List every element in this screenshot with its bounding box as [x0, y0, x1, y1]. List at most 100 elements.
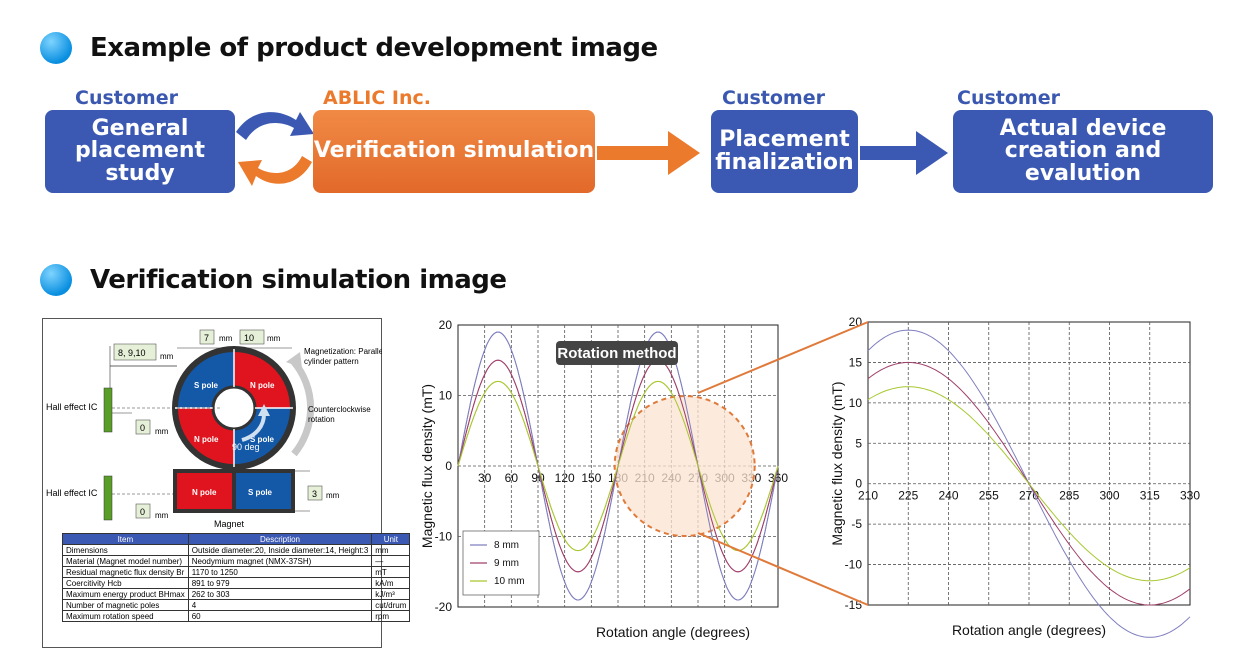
curved-arrow-left-icon: [238, 156, 312, 186]
magnetization-label-2: cylinder pattern: [304, 357, 359, 366]
y-tick-label: -5: [851, 517, 862, 531]
dim-width-a: 7: [204, 333, 209, 343]
y-tick-label: -10: [845, 558, 863, 572]
table-cell: Maximum rotation speed: [62, 610, 189, 622]
x-axis-label: Rotation angle (degrees): [596, 624, 750, 640]
x-tick-label: 150: [581, 471, 601, 485]
x-tick-label: 300: [1099, 489, 1119, 503]
role-label-2: ABLIC Inc.: [323, 87, 431, 109]
x-axis-label: Rotation angle (degrees): [952, 622, 1106, 638]
series-line: [457, 380, 779, 552]
dim-width-b: 10: [244, 333, 254, 343]
pole-label: S pole: [250, 435, 275, 444]
x-tick-label: 30: [478, 471, 492, 485]
rotation-label: Counterclockwise: [308, 405, 371, 414]
hall-ic-label: Hall effect IC: [46, 402, 98, 412]
legend-label: 10 mm: [494, 576, 525, 587]
flow-arrows: [236, 112, 948, 186]
y-tick-label: 15: [849, 355, 863, 369]
flow-step-actual-device: Actual device creation and evalution: [953, 110, 1213, 193]
y-tick-label: 10: [849, 396, 863, 410]
hall-ic-sensor: [103, 475, 113, 521]
connector-line: [697, 321, 869, 394]
role-label-4: Customer: [957, 87, 1060, 109]
step-text: finalization: [715, 149, 854, 175]
section-heading-sim: Verification simulation image: [40, 264, 507, 296]
pole-label: S pole: [248, 488, 273, 497]
x-tick-label: 285: [1059, 489, 1079, 503]
hall-ic-sensor: [103, 387, 113, 433]
x-tick-label: 360: [768, 471, 788, 485]
table-header-row: Item Description Unit: [62, 533, 411, 545]
arrow-right-icon: [597, 131, 700, 175]
dim-offset-1-unit: mm: [155, 427, 169, 436]
x-tick-label: 225: [898, 489, 918, 503]
step-text: Verification simulation: [313, 138, 595, 164]
y-tick-label: 5: [855, 436, 862, 450]
pole-label: N pole: [192, 488, 217, 497]
step-text: Placement: [719, 127, 850, 153]
y-tick-label: 0: [855, 477, 862, 491]
x-tick-label: 210: [858, 489, 878, 503]
section-heading-dev: Example of product development image: [40, 32, 658, 64]
flow-step-placement-finalization: Placement finalization: [711, 110, 858, 193]
y-tick-label: -10: [435, 530, 453, 544]
dim-offset-2-unit: mm: [155, 511, 169, 520]
dim-gap-unit: mm: [160, 352, 174, 361]
hall-ic-label: Hall effect IC: [46, 488, 98, 498]
bullet-circle-icon: [40, 32, 72, 64]
legend-label: 9 mm: [494, 558, 519, 569]
dim-width-a-unit: mm: [219, 334, 233, 343]
role-label-3: Customer: [722, 87, 825, 109]
x-tick-label: 255: [979, 489, 999, 503]
angle-label: 90 deg: [232, 442, 260, 452]
step-text: placement: [74, 138, 206, 164]
magnet-label: Magnet: [214, 519, 245, 529]
y-tick-label: 20: [439, 318, 453, 332]
curved-arrow-right-icon: [236, 112, 314, 140]
rotation-arrow-icon: [241, 413, 266, 442]
x-tick-label: 330: [1180, 489, 1200, 503]
step-text: study: [105, 160, 175, 186]
step-text: creation and evalution: [1004, 138, 1162, 186]
flow-step-general-placement: General placement study: [45, 110, 235, 193]
arrow-right-icon: [860, 131, 948, 175]
pole-label: N pole: [194, 435, 219, 444]
y-axis-label: Magnetic flux density (mT): [829, 381, 845, 545]
dim-height: 3: [312, 489, 317, 499]
step-text: Actual device: [999, 115, 1167, 141]
counterclockwise-arrow-icon: [291, 359, 315, 457]
y-tick-label: -15: [845, 598, 863, 612]
dim-width-b-unit: mm: [267, 334, 281, 343]
connector-line: [697, 532, 869, 606]
chart-title-badge: [556, 341, 678, 365]
role-label-1: Customer: [75, 87, 178, 109]
rotation-label-2: rotation: [308, 415, 335, 424]
zoom-highlight-circle: [613, 395, 756, 537]
magnet-s-block: [232, 469, 295, 513]
x-tick-label: 120: [555, 471, 575, 485]
series-line: [867, 386, 1191, 582]
heading-text: Verification simulation image: [90, 265, 507, 295]
x-tick-label: 240: [938, 489, 958, 503]
y-tick-label: 0: [445, 459, 452, 473]
y-axis-label: Magnetic flux density (mT): [419, 384, 435, 548]
pole-label: N pole: [250, 381, 275, 390]
dim-offset-1: 0: [140, 423, 145, 433]
pole-label: S pole: [194, 381, 219, 390]
step-text: General: [91, 115, 189, 141]
y-tick-label: -20: [435, 600, 453, 614]
dim-gap: 8, 9,10: [118, 348, 146, 358]
table-cell: rpm: [371, 610, 411, 622]
magnetization-label: Magnetization: Parallel: [304, 347, 382, 356]
legend-label: 8 mm: [494, 540, 519, 551]
bullet-circle-icon: [40, 264, 72, 296]
dim-offset-2: 0: [140, 507, 145, 517]
heading-text: Example of product development image: [90, 33, 658, 63]
chart-title: Rotation method: [557, 345, 676, 362]
flow-step-verification-simulation: Verification simulation: [313, 110, 595, 193]
